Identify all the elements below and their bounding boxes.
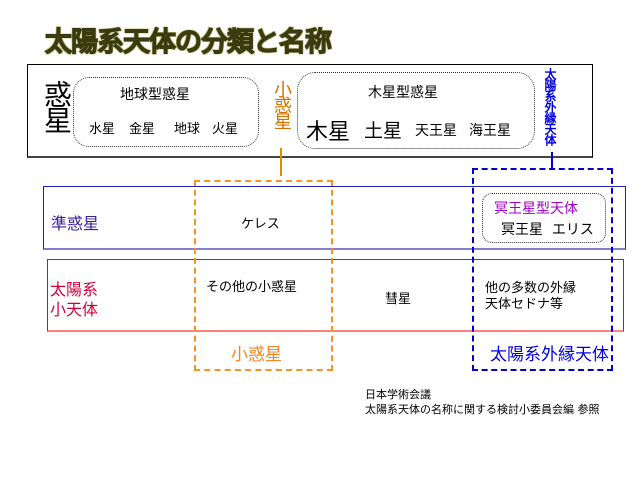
planet-jupiter: 木星 <box>306 120 351 145</box>
planet-mercury: 水星 <box>89 122 116 137</box>
planet-saturn: 土星 <box>364 120 403 142</box>
tno-group-outline <box>472 168 613 371</box>
terrestrial-group <box>73 77 259 147</box>
asteroid-group-label: 小惑星 <box>231 345 282 365</box>
source-line-1: 日本学術会議 <box>365 388 431 401</box>
terrestrial-label: 地球型惑星 <box>120 87 190 103</box>
other-tno-2: 天体セドナ等 <box>485 297 564 312</box>
tno-vertical-label: 太陽系外縁天体 <box>543 68 557 145</box>
small-bodies-label-2: 小天体 <box>50 300 99 319</box>
planet-earth: 地球 <box>174 122 201 137</box>
plutoid-members: 冥王星 エリス <box>501 222 594 238</box>
planets-label: 惑星 <box>40 80 73 132</box>
planet-neptune: 海王星 <box>469 123 511 139</box>
tno-arrow <box>551 152 553 170</box>
asteroid-vertical-label: 小惑星 <box>271 80 292 128</box>
small-bodies-box <box>47 259 624 332</box>
ceres: ケレス <box>241 217 280 232</box>
source-line-2: 太陽系天体の名称に関する検討小委員会編 参照 <box>365 403 600 416</box>
comets: 彗星 <box>385 292 412 307</box>
dwarf-planet-label: 準惑星 <box>51 214 100 233</box>
planet-uranus: 天王星 <box>415 123 457 139</box>
tno-group-label: 太陽系外縁天体 <box>490 345 609 365</box>
planet-mars: 火星 <box>212 122 239 137</box>
asteroid-arrow <box>280 148 282 176</box>
jovian-group <box>297 72 535 149</box>
dwarf-planet-box <box>43 186 626 250</box>
other-tno-1: 他の多数の外縁 <box>485 281 577 296</box>
planets-box <box>27 64 593 158</box>
plutoid-label: 冥王星型天体 <box>494 201 578 217</box>
small-bodies-label-1: 太陽系 <box>50 280 99 299</box>
planet-venus: 金星 <box>129 122 156 137</box>
other-asteroids: その他の小惑星 <box>206 280 298 295</box>
page-title: 太陽系天体の分類と名称 <box>45 27 333 59</box>
jovian-label: 木星型惑星 <box>368 85 438 101</box>
asteroid-group-outline <box>194 180 333 371</box>
plutoid-group <box>482 193 606 243</box>
